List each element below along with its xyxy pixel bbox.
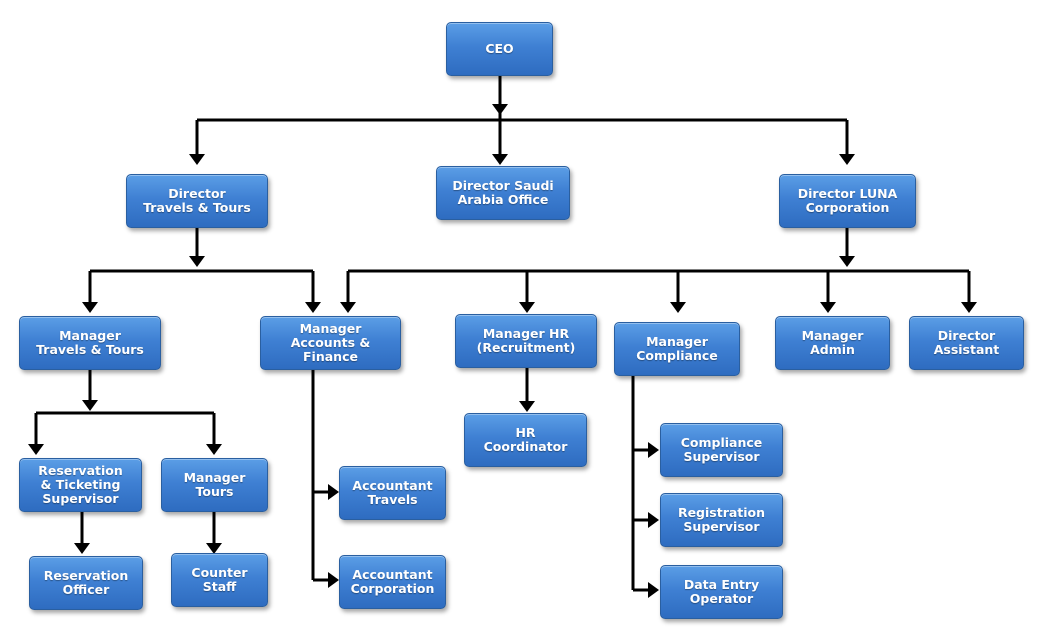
arrow-head: [648, 512, 659, 528]
arrow-head: [519, 302, 535, 313]
node-manager-compliance[interactable]: Manager Compliance: [614, 322, 740, 376]
node-manager-admin[interactable]: Manager Admin: [775, 316, 890, 370]
node-director-saudi-arabia-office[interactable]: Director Saudi Arabia Office: [436, 166, 570, 220]
node-ceo[interactable]: CEO: [446, 22, 553, 76]
node-counter-staff[interactable]: Counter Staff: [171, 553, 268, 607]
arrow-head: [82, 302, 98, 313]
arrow-head: [839, 154, 855, 165]
connector-compliance: [631, 376, 652, 592]
arrow-head: [305, 302, 321, 313]
arrow-head: [340, 302, 356, 313]
node-director-assistant[interactable]: Director Assistant: [909, 316, 1024, 370]
node-manager-accounts-finance[interactable]: Manager Accounts & Finance: [260, 316, 401, 370]
node-registration-supervisor[interactable]: Registration Supervisor: [660, 493, 783, 547]
arrow-head: [74, 543, 90, 554]
node-manager-travels-tours[interactable]: Manager Travels & Tours: [19, 316, 161, 370]
connector-director-luna: [346, 228, 971, 310]
arrow-head: [189, 154, 205, 165]
node-hr-coordinator[interactable]: HR Coordinator: [464, 413, 587, 467]
node-data-entry-operator[interactable]: Data Entry Operator: [660, 565, 783, 619]
connector-accounts: [311, 370, 332, 582]
node-accountant-travels[interactable]: Accountant Travels: [339, 466, 446, 520]
arrow-head: [648, 442, 659, 458]
arrow-head: [28, 444, 44, 455]
arrow-head: [670, 302, 686, 313]
connector-ceo-bus: [195, 76, 849, 160]
arrow-head: [82, 400, 98, 411]
arrow-head: [492, 104, 508, 115]
arrow-head: [328, 484, 339, 500]
arrow-head: [206, 444, 222, 455]
arrow-head: [839, 256, 855, 267]
connector-manager-travels: [34, 370, 216, 452]
arrow-head: [206, 543, 222, 554]
arrow-head: [189, 256, 205, 267]
node-director-luna-corporation[interactable]: Director LUNA Corporation: [779, 174, 916, 228]
arrow-head: [820, 302, 836, 313]
connector-director-travels: [88, 228, 315, 310]
node-reservation-officer[interactable]: Reservation Officer: [29, 556, 143, 610]
node-accountant-corporation[interactable]: Accountant Corporation: [339, 555, 446, 609]
node-director-travels-tours[interactable]: Director Travels & Tours: [126, 174, 268, 228]
arrow-head: [961, 302, 977, 313]
arrow-head: [648, 582, 659, 598]
arrow-head: [328, 572, 339, 588]
arrow-head: [492, 154, 508, 165]
node-manager-hr-recruitment[interactable]: Manager HR (Recruitment): [455, 314, 597, 368]
node-compliance-supervisor[interactable]: Compliance Supervisor: [660, 423, 783, 477]
arrow-head: [519, 401, 535, 412]
node-reservation-ticketing-supervisor[interactable]: Reservation & Ticketing Supervisor: [19, 458, 142, 512]
node-manager-tours[interactable]: Manager Tours: [161, 458, 268, 512]
